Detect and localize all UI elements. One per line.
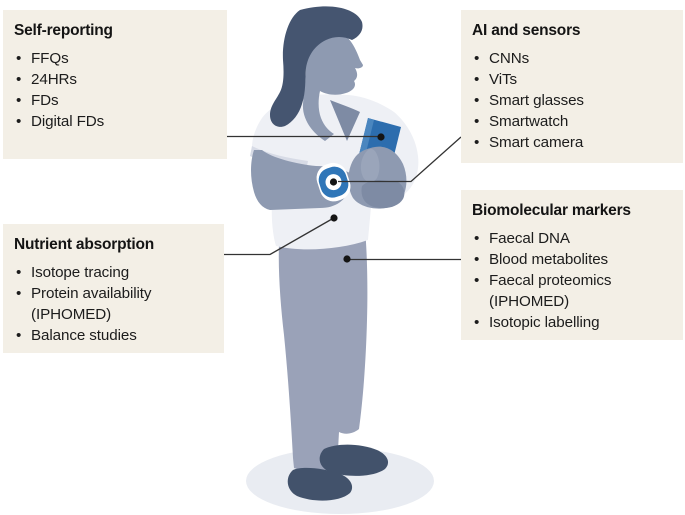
- list-item: Protein availability (IPHOMED): [14, 283, 212, 325]
- callout-ai-and-sensors: AI and sensors CNNs ViTs Smart glasses S…: [461, 10, 683, 163]
- list-item: Faecal proteomics (IPHOMED): [472, 270, 671, 312]
- list-item: ViTs: [472, 69, 671, 90]
- list-item: Digital FDs: [14, 111, 215, 132]
- callout-list: Faecal DNA Blood metabolites Faecal prot…: [472, 228, 671, 333]
- connector-dots: [329, 133, 385, 263]
- trousers: [278, 228, 368, 472]
- list-item: FDs: [14, 90, 215, 111]
- callout-title: AI and sensors: [472, 22, 581, 39]
- dot-smartwatch: [329, 178, 338, 186]
- dot-lower-abdomen: [343, 255, 351, 263]
- list-item: Smart camera: [472, 132, 671, 153]
- list-item: Isotope tracing: [14, 262, 212, 283]
- connector-line-ai-sensors: [338, 136, 462, 183]
- list-item: FFQs: [14, 48, 215, 69]
- list-item: Blood metabolites: [472, 249, 671, 270]
- list-item: Faecal DNA: [472, 228, 671, 249]
- list-item: CNNs: [472, 48, 671, 69]
- list-item: Smart glasses: [472, 90, 671, 111]
- back-shoe-icon: [287, 467, 353, 501]
- list-item: Smartwatch: [472, 111, 671, 132]
- callout-list: Isotope tracing Protein availability (IP…: [14, 262, 212, 346]
- callout-list: CNNs ViTs Smart glasses Smartwatch Smart…: [472, 48, 671, 153]
- list-item: Isotopic labelling: [472, 312, 671, 333]
- dot-smartphone: [377, 133, 385, 141]
- callout-biomolecular-markers: Biomolecular markers Faecal DNA Blood me…: [461, 190, 683, 340]
- callout-self-reporting: Self-reporting FFQs 24HRs FDs Digital FD…: [3, 10, 227, 159]
- front-shoe-icon: [319, 444, 389, 476]
- hair: [270, 6, 363, 127]
- callout-title: Nutrient absorption: [14, 236, 154, 253]
- list-item: Balance studies: [14, 325, 212, 346]
- callout-nutrient-absorption: Nutrient absorption Isotope tracing Prot…: [3, 224, 224, 353]
- callout-title: Self-reporting: [14, 22, 113, 39]
- callout-title: Biomolecular markers: [472, 202, 631, 219]
- lower-hand: [361, 180, 405, 209]
- face: [302, 30, 363, 141]
- thumb: [360, 148, 380, 183]
- callout-list: FFQs 24HRs FDs Digital FDs: [14, 48, 215, 132]
- dot-upper-abdomen: [330, 214, 338, 222]
- list-item: 24HRs: [14, 69, 215, 90]
- v-neck-shade: [330, 100, 360, 141]
